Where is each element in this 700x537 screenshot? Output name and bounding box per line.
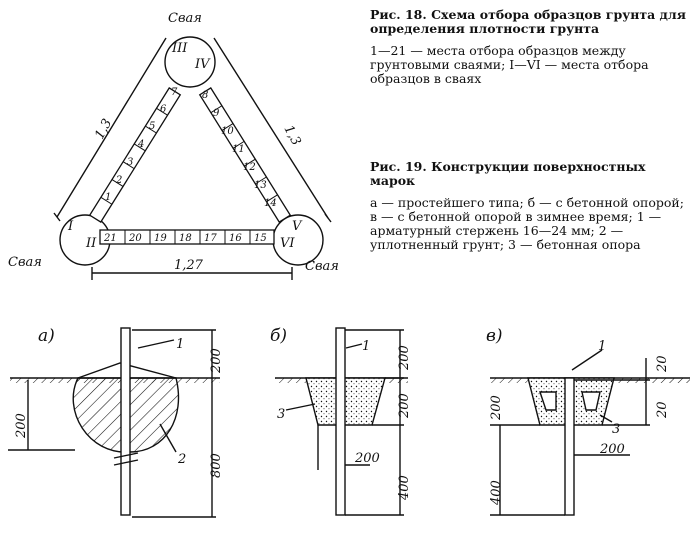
panel-a-dim: 800 xyxy=(209,453,224,478)
cell-label: 7 xyxy=(171,87,178,98)
fig19-caption-body: а — простейшего типа; б — с бетонной опо… xyxy=(370,195,684,252)
cell-label: 16 xyxy=(229,233,242,244)
pile-top xyxy=(164,36,216,88)
dim-label-bottom: 1,27 xyxy=(174,258,204,273)
panel-c-dim: 200 xyxy=(599,442,625,457)
cell-label: 2 xyxy=(115,175,122,186)
dim-line-left xyxy=(56,37,167,218)
panel-b-dim: 400 xyxy=(397,475,412,501)
right-cell-labels: 8 9 10 11 12 13 14 xyxy=(202,90,277,209)
panel-c-dim: 200 xyxy=(489,395,504,421)
panel-a-dim: 200 xyxy=(209,348,224,374)
cell-label: 12 xyxy=(243,162,256,173)
roman-label: II xyxy=(85,236,97,251)
callout-1: 1 xyxy=(362,339,370,354)
fig18-caption-title: Рис. 18. Схема отбора образцов грунта дл… xyxy=(370,7,686,36)
cell-label: 5 xyxy=(149,121,155,132)
callout-3: 3 xyxy=(277,407,285,422)
cell-label: 18 xyxy=(179,233,192,244)
pile-label-left: Свая xyxy=(8,255,42,270)
roman-label: V xyxy=(292,219,303,234)
callout-3: 3 xyxy=(612,422,620,437)
panel-b-label: б) xyxy=(270,326,287,346)
cell-label: 21 xyxy=(103,233,117,244)
pile-label-right: Свая xyxy=(305,259,339,274)
cell-label: 1 xyxy=(105,192,111,203)
panel-a-label: а) xyxy=(38,326,55,346)
roman-label: I xyxy=(67,219,74,234)
cell-label: 9 xyxy=(213,108,220,119)
panel-c-dim: 20 xyxy=(655,401,670,419)
panel-c xyxy=(490,349,690,516)
cell-label: 15 xyxy=(254,233,267,244)
roman-label: VI xyxy=(280,236,295,251)
panel-c-label: в) xyxy=(486,326,503,346)
dim-label-left: 1,3 xyxy=(92,117,115,142)
cell-label: 11 xyxy=(232,144,245,155)
callout-2: 2 xyxy=(177,452,186,467)
panel-b-dim: 200 xyxy=(397,393,412,419)
cell-label: 20 xyxy=(128,233,142,244)
cell-label: 6 xyxy=(160,104,167,115)
pile-label-top: Свая xyxy=(168,11,202,26)
fig19-caption: Рис. 19. Конструкции поверхностных марок… xyxy=(370,160,688,252)
dim-line-right xyxy=(213,37,329,219)
strip-left xyxy=(88,87,182,223)
cell-label: 4 xyxy=(137,139,144,150)
cell-label: 19 xyxy=(154,233,167,244)
roman-label: IV xyxy=(194,57,211,72)
panel-b-dim: 200 xyxy=(397,345,412,371)
cell-label: 14 xyxy=(264,198,277,209)
strip-bottom xyxy=(99,229,275,245)
fig18-caption-body: 1—21 — места отбора образцов между грунт… xyxy=(370,43,649,86)
panel-b xyxy=(275,327,408,516)
fig18-caption: Рис. 18. Схема отбора образцов грунта дл… xyxy=(370,8,688,86)
cell-label: 10 xyxy=(221,126,234,137)
panel-c-dim: 20 xyxy=(655,355,670,373)
panel-b-dim: 200 xyxy=(354,451,380,466)
panel-a-dim: 200 xyxy=(14,413,29,439)
panel-c-dim: 400 xyxy=(489,480,504,506)
cell-label: 13 xyxy=(254,180,267,191)
cell-label: 3 xyxy=(127,157,133,168)
fig18-diagram xyxy=(53,36,332,280)
panel-a xyxy=(8,327,220,518)
fig19-caption-title: Рис. 19. Конструкции поверхностных марок xyxy=(370,159,646,188)
dim-label-right: 1,3 xyxy=(280,123,303,148)
cell-label: 8 xyxy=(202,90,208,101)
callout-1: 1 xyxy=(176,337,184,352)
callout-1: 1 xyxy=(598,339,606,354)
left-cell-labels: 1 2 3 4 5 6 7 xyxy=(105,87,178,203)
roman-label: III xyxy=(171,41,188,56)
bottom-cell-labels: 21 20 19 18 17 16 15 xyxy=(103,233,267,244)
strip-right xyxy=(198,87,292,223)
cell-label: 17 xyxy=(204,233,217,244)
